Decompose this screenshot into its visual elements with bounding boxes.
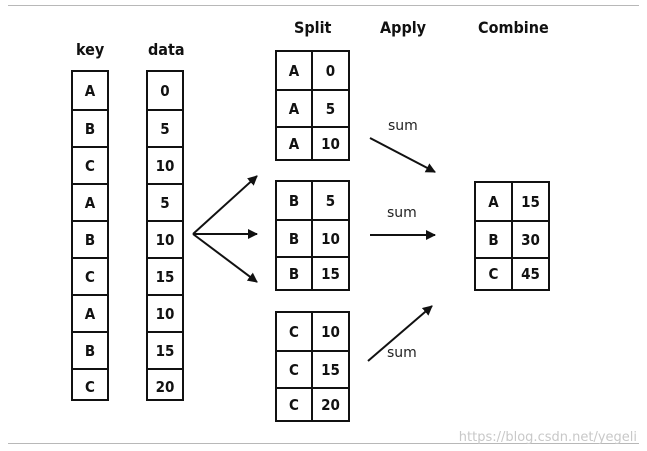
split-row: B 10 [277, 219, 348, 256]
split-key: A [277, 128, 313, 159]
apply-label-c: sum [387, 345, 417, 361]
split-row: A 5 [277, 89, 348, 126]
data-cell: 5 [148, 109, 182, 146]
data-cell: 15 [148, 331, 182, 368]
split-row: B 5 [277, 182, 348, 219]
data-cell: 10 [148, 294, 182, 331]
key-cell: B [73, 220, 107, 257]
combine-value: 45 [521, 265, 540, 283]
apply-label-a: sum [388, 118, 418, 134]
split-value: 10 [321, 229, 340, 248]
key-cell: B [73, 109, 107, 146]
watermark: https://blog.csdn.net/yegeli [458, 430, 637, 445]
split-value: 5 [325, 191, 336, 210]
combine-value: 30 [521, 230, 540, 249]
key-cell: A [73, 183, 107, 220]
combine-row: C 45 [476, 257, 548, 289]
key-cell: A [73, 294, 107, 331]
data-cell: 0 [160, 81, 170, 100]
split-value: 15 [321, 264, 340, 283]
split-key: A [277, 91, 313, 126]
split-value: 20 [321, 395, 340, 414]
combine-key: C [476, 259, 513, 289]
split-value: 15 [321, 360, 340, 379]
key-cell: B [73, 331, 107, 368]
header-apply: Apply [380, 18, 427, 37]
split-key: C [277, 352, 313, 387]
split-key: C [277, 313, 313, 350]
split-row: C 10 [277, 313, 348, 350]
data-cell: 15 [148, 257, 182, 294]
key-cell: C [73, 257, 107, 294]
combine-row: B 30 [476, 220, 548, 257]
data-cell: 10 [148, 220, 182, 257]
header-split: Split [294, 18, 332, 37]
combine-key: B [476, 222, 513, 257]
split-group-a: A 0 A 5 A 10 [275, 50, 350, 161]
split-group-b: B 5 B 10 B 15 [275, 180, 350, 291]
data-cell: 10 [148, 146, 182, 183]
key-column: A B C A B C A B C [71, 70, 109, 401]
split-arrow-down [192, 233, 258, 283]
data-cell: 20 [148, 368, 182, 403]
header-key: key [76, 40, 105, 59]
split-row: B 15 [277, 256, 348, 289]
split-value: 5 [325, 99, 336, 118]
combine-value: 15 [521, 192, 540, 211]
apply-arrow-c [367, 305, 433, 362]
key-cell: C [73, 146, 107, 183]
header-data: data [148, 40, 185, 59]
key-cell: C [73, 368, 107, 403]
split-row: A 0 [277, 52, 348, 89]
split-key: B [277, 182, 313, 219]
data-column: 0 5 10 5 10 15 10 15 20 [146, 70, 184, 401]
split-value: 10 [321, 134, 340, 153]
split-row: C 15 [277, 350, 348, 387]
top-rule [8, 5, 639, 6]
combine-key: A [476, 183, 513, 220]
split-value: 10 [321, 322, 340, 341]
combine-table: A 15 B 30 C 45 [474, 181, 550, 291]
split-row: A 10 [277, 126, 348, 159]
split-key: B [277, 221, 313, 256]
data-cell: 5 [148, 183, 182, 220]
header-combine: Combine [478, 18, 549, 37]
split-arrow-up [192, 175, 258, 235]
apply-label-b: sum [387, 205, 417, 221]
split-row: C 20 [277, 387, 348, 420]
split-key: B [277, 258, 313, 289]
split-key: A [277, 52, 313, 89]
key-cell: A [84, 81, 96, 100]
split-group-c: C 10 C 15 C 20 [275, 311, 350, 422]
split-value: 0 [325, 61, 336, 80]
split-key: C [277, 389, 313, 420]
apply-arrow-a [369, 137, 436, 173]
bottom-rule [8, 443, 639, 444]
combine-row: A 15 [476, 183, 548, 220]
